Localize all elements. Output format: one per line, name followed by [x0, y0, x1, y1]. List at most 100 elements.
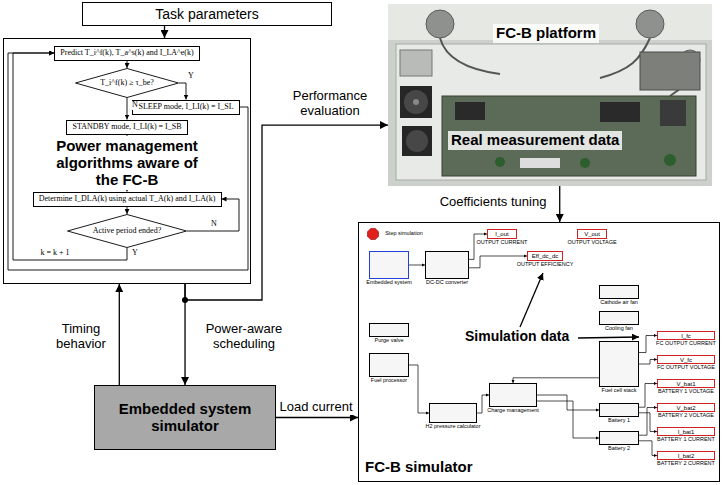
node-text: Embedded system simulator: [100, 401, 270, 435]
connector: [559, 186, 560, 222]
node-text: Simulation data: [465, 329, 569, 345]
output-scope: I_bat1BATTERY 1 CURRENT: [657, 427, 715, 436]
fan-blade: [404, 90, 428, 114]
algorithm-panel: Power management algorithms aware of the…: [3, 38, 251, 284]
text-slot: OUTPUT CURRENT: [477, 239, 528, 245]
block-name: H2 pressure calculator: [425, 423, 480, 429]
label-slot: N: [131, 101, 139, 110]
scope-signal: I_bat1: [678, 429, 695, 435]
text-slot: Charge management: [487, 407, 539, 413]
input-box: Task parameters: [82, 2, 332, 26]
process-box: Determine I_DLA(k) using actual T_A(k) a…: [33, 192, 222, 207]
platform-photo: FC-B platformReal measurement data: [388, 4, 712, 186]
photo-ground: [388, 4, 712, 186]
free-label: k = k + 1: [39, 249, 70, 258]
simulink-block: Cooling fan: [599, 311, 639, 325]
node-text: Active period ended?: [93, 227, 161, 236]
scope-signal: V_bat1: [676, 381, 695, 387]
node-text: STANDBY mode, I_LI(k) = I_SB: [72, 123, 181, 132]
connector: [520, 158, 560, 168]
node-text: FC-B platform: [493, 24, 599, 43]
canister: [426, 10, 454, 38]
scope-signal: V_fc: [680, 357, 692, 363]
scope-name: BATTERY 2 VOLTAGE: [658, 412, 714, 418]
simulink-block: Battery 2: [599, 431, 639, 445]
connector: [639, 384, 657, 408]
fan: [402, 126, 432, 156]
connector: [119, 284, 120, 385]
scope-name: OUTPUT VOLTAGE: [567, 239, 616, 245]
text-slot: Battery 2: [608, 445, 630, 451]
node-text: Predict T_i^f(k), T_a^s(k) and I_LA^e(k): [60, 49, 193, 58]
connector: [127, 61, 128, 69]
block-name: Embedded system: [366, 279, 412, 285]
label-slot: k = k + 1: [39, 249, 70, 258]
edge-label: N: [131, 101, 139, 110]
output-scope: V_outOUTPUT VOLTAGE: [577, 229, 607, 239]
edge-label: Power-aware scheduling: [194, 322, 294, 352]
leader-line: [520, 273, 543, 327]
scope-signal: Eff_dc_dc: [532, 253, 559, 259]
text-slot: Fuel cell stack: [602, 387, 637, 393]
leader-line: [578, 337, 639, 338]
scope-name: OUTPUT CURRENT: [477, 239, 528, 245]
block-name: Fuel cell stack: [602, 387, 637, 393]
capacitor: [664, 154, 676, 166]
text-slot: Power management algorithms aware of the…: [52, 136, 202, 190]
text-slot: Fuel processor: [371, 377, 407, 383]
block-name: Charge management: [487, 407, 539, 413]
simulink-block: Fuel cell stack: [599, 341, 639, 387]
text-slot: Simulation data: [465, 329, 569, 345]
fan-blade: [406, 130, 428, 152]
acrylic-plate: [396, 44, 706, 180]
connector: [409, 265, 425, 266]
output-scope: V_bat2BATTERY 2 VOLTAGE: [657, 403, 715, 412]
process-box: SLEEP mode, I_LI(k) = I_SL: [132, 100, 240, 115]
process-box: STANDBY mode, I_LI(k) = I_SB: [66, 120, 188, 135]
chip: [660, 100, 686, 126]
edge-label: Coefficients tuning: [439, 195, 548, 210]
diamond-outline: [76, 69, 179, 98]
fan-hub: [413, 99, 419, 105]
node-text: Task parameters: [155, 6, 258, 22]
platform-photo: [388, 4, 712, 186]
connector: [537, 401, 599, 438]
tank: [400, 50, 432, 76]
connector: [179, 83, 186, 100]
node-text: Determine I_DLA(k) using actual T_A(k) a…: [39, 195, 216, 204]
block-name: Battery 1: [608, 417, 630, 423]
capacitor: [580, 158, 590, 168]
scope-name: BATTERY 1 CURRENT: [657, 436, 715, 442]
output-scope: V_bat1BATTERY 1 VOLTAGE: [657, 379, 715, 388]
block-name: Cooling fan: [605, 325, 633, 331]
scope-name: FC OUTPUT VOLTAGE: [657, 364, 715, 370]
decision-diamond: T_i^f(k) ≥ τ_be?: [75, 68, 179, 98]
canister: [636, 10, 664, 38]
simulink-block: Embedded system: [369, 251, 409, 279]
chip: [600, 102, 640, 122]
edge-label: N: [210, 220, 218, 229]
scope-signal: V_bat2: [676, 405, 695, 411]
connector: [127, 207, 128, 215]
output-scope: Eff_dc_dcOUTPUT EFFICIENCY: [527, 251, 563, 261]
simulink-block: Cathode air fan: [599, 285, 639, 299]
text-slot: OUTPUT VOLTAGE: [567, 239, 616, 245]
text-slot: FC OUTPUT CURRENT: [656, 340, 716, 346]
scope-name: FC OUTPUT CURRENT: [656, 340, 716, 346]
block-name: Cathode air fan: [600, 299, 638, 305]
block-name: DC-DC converter: [426, 279, 468, 285]
text-slot: Embedded system: [366, 279, 412, 285]
connector: [127, 98, 128, 120]
text-slot: Battery 1: [608, 417, 630, 423]
output-scope: I_outOUTPUT CURRENT: [487, 229, 517, 239]
label-slot: Step simulation: [384, 230, 424, 236]
connector: [639, 336, 657, 353]
block-name: Battery 2: [608, 445, 630, 451]
connector: [639, 413, 657, 432]
label-slot: Performance evaluation: [284, 89, 376, 119]
text-slot: BATTERY 2 CURRENT: [657, 460, 715, 466]
capacitor: [495, 157, 505, 167]
scope-signal: I_bat2: [678, 453, 695, 459]
output-scope: V_fcFC OUTPUT VOLTAGE: [657, 355, 715, 364]
simulink-block: DC-DC converter: [425, 251, 469, 279]
